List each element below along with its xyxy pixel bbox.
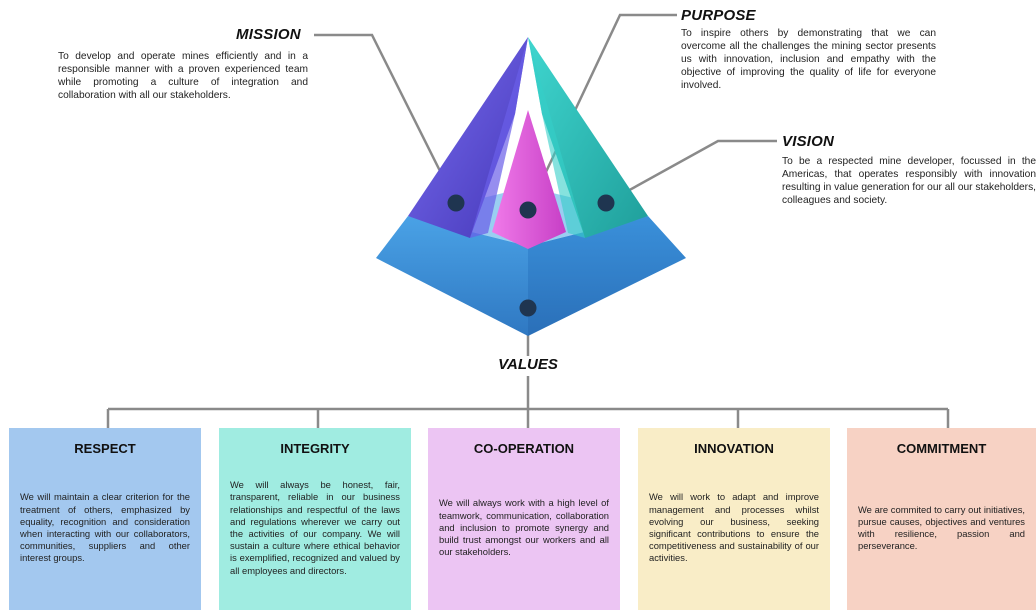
- value-card-innovation: INNOVATION We will work to adapt and imp…: [638, 428, 830, 610]
- value-title-commitment: COMMITMENT: [896, 441, 987, 456]
- values-base-left: [376, 216, 528, 336]
- mission-marker: [447, 194, 465, 212]
- mission-title: MISSION: [236, 26, 301, 43]
- value-title-cooperation: CO-OPERATION: [473, 441, 575, 456]
- purpose-spire: [492, 110, 566, 249]
- vision-face-inner: [528, 37, 585, 238]
- value-title-respect: RESPECT: [74, 441, 136, 456]
- value-card-integrity: INTEGRITY We will always be honest, fair…: [219, 428, 411, 610]
- purpose-text: To inspire others by demonstrating that …: [681, 28, 936, 91]
- vision-connector: [605, 139, 777, 205]
- mission-face-inner: [470, 37, 528, 238]
- vision-face: [528, 37, 648, 238]
- value-text-respect: We will maintain a clear criterion for t…: [20, 491, 190, 564]
- purpose-title: PURPOSE: [681, 7, 756, 24]
- value-title-innovation: INNOVATION: [694, 441, 774, 456]
- mission-connector: [314, 33, 458, 204]
- purpose-marker: [519, 201, 537, 219]
- value-card-cooperation: CO-OPERATION We will always work with a …: [428, 428, 620, 610]
- values-base-right: [528, 216, 686, 336]
- value-text-cooperation: We will always work with a high level of…: [439, 497, 609, 558]
- values-title: VALUES: [498, 356, 558, 373]
- value-text-innovation: We will work to adapt and improve manage…: [649, 491, 819, 564]
- value-title-integrity: INTEGRITY: [280, 441, 350, 456]
- pyramid: [376, 37, 686, 336]
- vision-title: VISION: [782, 133, 835, 150]
- values-marker: [519, 299, 537, 317]
- mission-face: [408, 37, 528, 238]
- value-card-respect: RESPECT We will maintain a clear criteri…: [9, 428, 201, 610]
- value-text-integrity: We will always be honest, fair, transpar…: [230, 479, 400, 576]
- vision-marker: [597, 194, 615, 212]
- mission-text: To develop and operate mines efficiently…: [58, 51, 308, 101]
- value-text-commitment: We are commited to carry out initiatives…: [858, 503, 1025, 552]
- vision-text: To be a respected mine developer, focuss…: [782, 156, 1036, 206]
- value-card-commitment: COMMITMENT We are commited to carry out …: [847, 428, 1036, 610]
